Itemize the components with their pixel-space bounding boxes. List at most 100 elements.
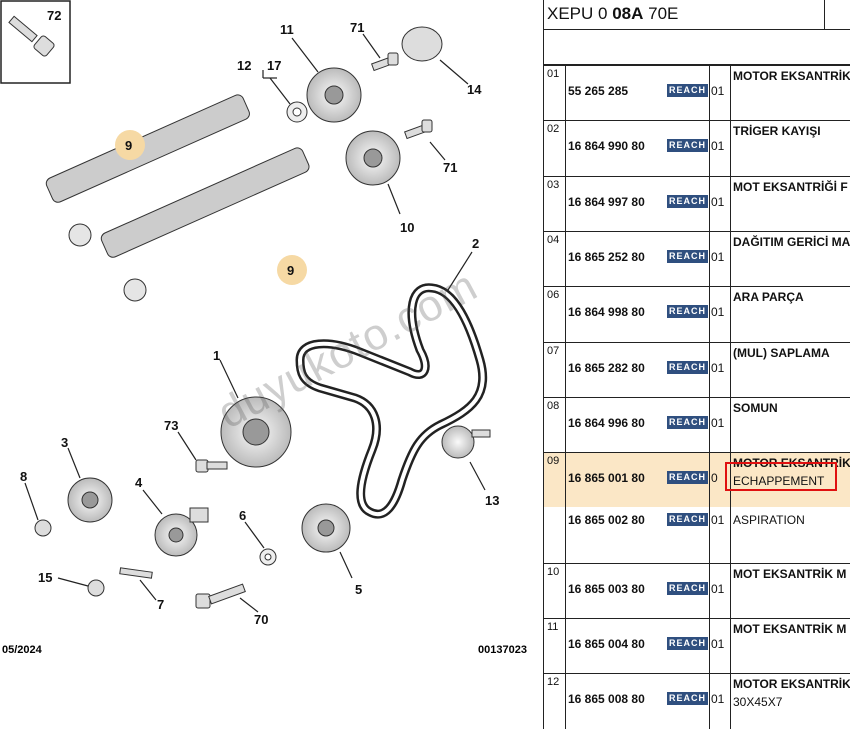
quantity: 01 bbox=[711, 416, 725, 430]
callout-14: 14 bbox=[467, 82, 482, 97]
camshaft-lower-icon bbox=[100, 147, 310, 302]
row-number: 03 bbox=[547, 179, 560, 191]
camshaft-upper-icon bbox=[45, 94, 250, 247]
callout-3: 3 bbox=[61, 435, 68, 450]
parts-diagram: 72 11 71 14 12 17 9 71 10 9 2 1 73 3 8 4… bbox=[0, 0, 527, 656]
part-number[interactable]: 16 865 003 80 bbox=[568, 582, 645, 596]
engine-code-part-b: 08A bbox=[612, 4, 644, 23]
quantity: 01 bbox=[711, 361, 725, 375]
reach-badge: REACH bbox=[667, 416, 708, 429]
quantity: 0 bbox=[711, 471, 718, 485]
part-description: MOTOR EKSANTRİK bbox=[733, 677, 850, 691]
spacer-6-icon bbox=[259, 548, 277, 566]
part-description: DAĞITIM GERİCİ MA bbox=[733, 235, 850, 249]
part-subdescription: 30X45X7 bbox=[733, 695, 783, 709]
quantity: 01 bbox=[711, 250, 725, 264]
phaser-cover-14-icon bbox=[401, 26, 443, 62]
part-description: (MUL) SAPLAMA bbox=[733, 346, 830, 360]
callout-7: 7 bbox=[157, 597, 164, 612]
idler-5-icon bbox=[301, 503, 351, 553]
row-divider bbox=[544, 618, 850, 619]
inset-box bbox=[0, 0, 71, 84]
part-number[interactable]: 16 865 282 80 bbox=[568, 361, 645, 375]
reach-badge: REACH bbox=[667, 471, 708, 484]
cam-sprocket-11-icon bbox=[306, 67, 362, 123]
row-divider bbox=[544, 452, 850, 453]
callout-17: 17 bbox=[267, 58, 281, 73]
part-number[interactable]: 16 864 996 80 bbox=[568, 416, 645, 430]
row-divider bbox=[544, 342, 850, 343]
idler-3-icon bbox=[67, 477, 113, 523]
row-number: 02 bbox=[547, 123, 560, 135]
part-number[interactable]: 16 865 002 80 bbox=[568, 513, 645, 527]
seal-12-icon bbox=[286, 101, 308, 123]
col-divider-desc bbox=[730, 65, 731, 729]
row-number: 01 bbox=[547, 68, 560, 80]
part-number[interactable]: 16 865 001 80 bbox=[568, 471, 645, 485]
row-number: 08 bbox=[547, 400, 560, 412]
quantity: 01 bbox=[711, 139, 725, 153]
part-number[interactable]: 16 865 008 80 bbox=[568, 692, 645, 706]
part-number[interactable]: 16 865 004 80 bbox=[568, 637, 645, 651]
reach-badge: REACH bbox=[667, 637, 708, 650]
row-number: 11 bbox=[547, 621, 559, 633]
part-description: ARA PARÇA bbox=[733, 290, 804, 304]
reach-badge: REACH bbox=[667, 195, 708, 208]
nut-8-icon bbox=[34, 519, 52, 537]
row-number: 04 bbox=[547, 234, 560, 246]
quantity: 01 bbox=[711, 582, 725, 596]
reach-badge: REACH bbox=[667, 361, 708, 374]
row-divider bbox=[544, 120, 850, 121]
engine-code-header: XEPU 0 08A 70E bbox=[544, 0, 850, 30]
row-divider bbox=[544, 563, 850, 564]
part-description: MOTOR EKSANTRİK bbox=[733, 69, 850, 83]
part-number[interactable]: 16 864 997 80 bbox=[568, 195, 645, 209]
callout-72: 72 bbox=[47, 8, 61, 23]
part-subdescription: ASPIRATION bbox=[733, 513, 805, 527]
row-number: 10 bbox=[547, 566, 560, 578]
callout-highlight bbox=[277, 255, 307, 285]
row-divider bbox=[544, 176, 850, 177]
row-divider bbox=[544, 65, 850, 66]
engine-code-part-c: 70E bbox=[643, 4, 679, 23]
engine-code: XEPU 0 08A 70E bbox=[547, 4, 678, 24]
quantity: 01 bbox=[711, 84, 725, 98]
table-top-border bbox=[544, 64, 850, 65]
quantity: 01 bbox=[711, 692, 725, 706]
part-description: TRİGER KAYIŞI bbox=[733, 124, 821, 138]
tensioner-4-icon bbox=[154, 507, 209, 557]
callout-1: 1 bbox=[213, 348, 220, 363]
callout-11: 11 bbox=[280, 22, 294, 37]
part-number[interactable]: 16 864 990 80 bbox=[568, 139, 645, 153]
diagram-ref: 00137023 bbox=[478, 644, 527, 656]
leader-lines bbox=[24, 33, 486, 613]
part-number[interactable]: 16 865 252 80 bbox=[568, 250, 645, 264]
quantity: 01 bbox=[711, 195, 725, 209]
part-number[interactable]: 16 864 998 80 bbox=[568, 305, 645, 319]
diagram-date: 05/2024 bbox=[2, 644, 43, 656]
part-number[interactable]: 55 265 285 bbox=[568, 84, 629, 98]
callout-highlight bbox=[115, 130, 145, 160]
reach-badge: REACH bbox=[667, 305, 708, 318]
callout-15: 15 bbox=[38, 570, 52, 585]
timing-belt-2-icon bbox=[295, 283, 488, 519]
callout-12: 12 bbox=[237, 58, 251, 73]
bolt-73-icon bbox=[195, 459, 228, 473]
row-number: 06 bbox=[547, 289, 560, 301]
nut-15-icon bbox=[87, 579, 105, 597]
callout-9b: 9 bbox=[287, 263, 294, 278]
bolt-70-icon bbox=[195, 583, 246, 609]
